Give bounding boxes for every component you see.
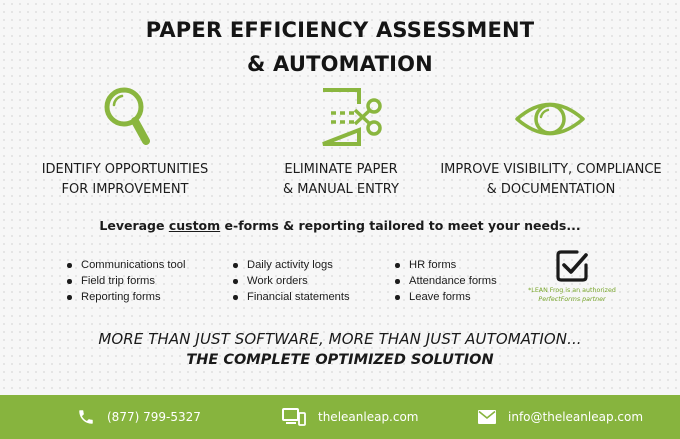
feature-list-2: Daily activity logs Work orders Financia… [232, 257, 350, 305]
list-item: Leave forms [394, 289, 497, 305]
closing-headline: THE COMPLETE OPTIMIZED SOLUTION [186, 352, 494, 368]
partner-note: *LEAN Frog is an authorized PerfectForms… [518, 286, 626, 304]
list-item: Communications tool [66, 257, 185, 273]
list-item: Work orders [232, 273, 350, 289]
feature-label-line-1: IMPROVE VISIBILITY, COMPLIANCE [440, 162, 662, 177]
tagline-end: e-forms & reporting tailored to meet you… [220, 218, 581, 233]
list-item: Financial statements [232, 289, 350, 305]
feature-label-line-1: ELIMINATE PAPER [284, 162, 398, 177]
magnifying-glass-icon [104, 85, 152, 147]
feature-list-3: HR forms Attendance forms Leave forms [394, 257, 497, 305]
eye-icon [514, 98, 586, 140]
email-address: info@theleanleap.com [508, 410, 644, 424]
tagline: Leverage custom e-forms & reporting tail… [0, 218, 680, 233]
footer-phone[interactable]: (877) 799-5327 [77, 395, 201, 439]
page-title-line-1: PAPER EFFICIENCY ASSESSMENT [145, 18, 535, 42]
phone-icon [79, 410, 93, 424]
phone-number: (877) 799-5327 [107, 410, 201, 424]
feature-identify-opportunities: IDENTIFY OPPORTUNITIES FOR IMPROVEMENT [5, 160, 245, 200]
tagline-start: Leverage [99, 218, 169, 233]
tagline-emphasis: custom [168, 218, 221, 233]
feature-label-line-2: & DOCUMENTATION [486, 182, 616, 197]
partner-note-line-2: PerfectForms partner [538, 296, 606, 303]
partner-note-line-1: *LEAN Frog is an authorized [528, 287, 616, 294]
list-item: Daily activity logs [232, 257, 350, 273]
footer-bar: (877) 799-5327 theleanleap.com info@thel… [0, 395, 680, 439]
list-item: HR forms [394, 257, 497, 273]
feature-eliminate-paper: ELIMINATE PAPER & MANUAL ENTRY [221, 160, 461, 200]
page-title-line-2: & AUTOMATION [247, 52, 433, 76]
checkbox-check-icon [555, 249, 589, 283]
document-scissors-icon [319, 86, 383, 148]
feature-label-line-2: & MANUAL ENTRY [283, 182, 399, 197]
footer-email[interactable]: info@theleanleap.com [478, 395, 643, 439]
feature-improve-visibility: IMPROVE VISIBILITY, COMPLIANCE & DOCUMEN… [431, 160, 671, 200]
devices-icon [282, 408, 306, 426]
feature-list-1: Communications tool Field trip forms Rep… [66, 257, 185, 305]
website-link: theleanleap.com [318, 410, 419, 424]
feature-label-line-1: IDENTIFY OPPORTUNITIES [41, 162, 209, 177]
list-item: Field trip forms [66, 273, 185, 289]
closing-statement: MORE THAN JUST SOFTWARE, MORE THAN JUST … [98, 330, 582, 348]
footer-website[interactable]: theleanleap.com [282, 395, 419, 439]
list-item: Attendance forms [394, 273, 497, 289]
envelope-icon [478, 410, 496, 424]
list-item: Reporting forms [66, 289, 185, 305]
feature-label-line-2: FOR IMPROVEMENT [61, 182, 189, 197]
